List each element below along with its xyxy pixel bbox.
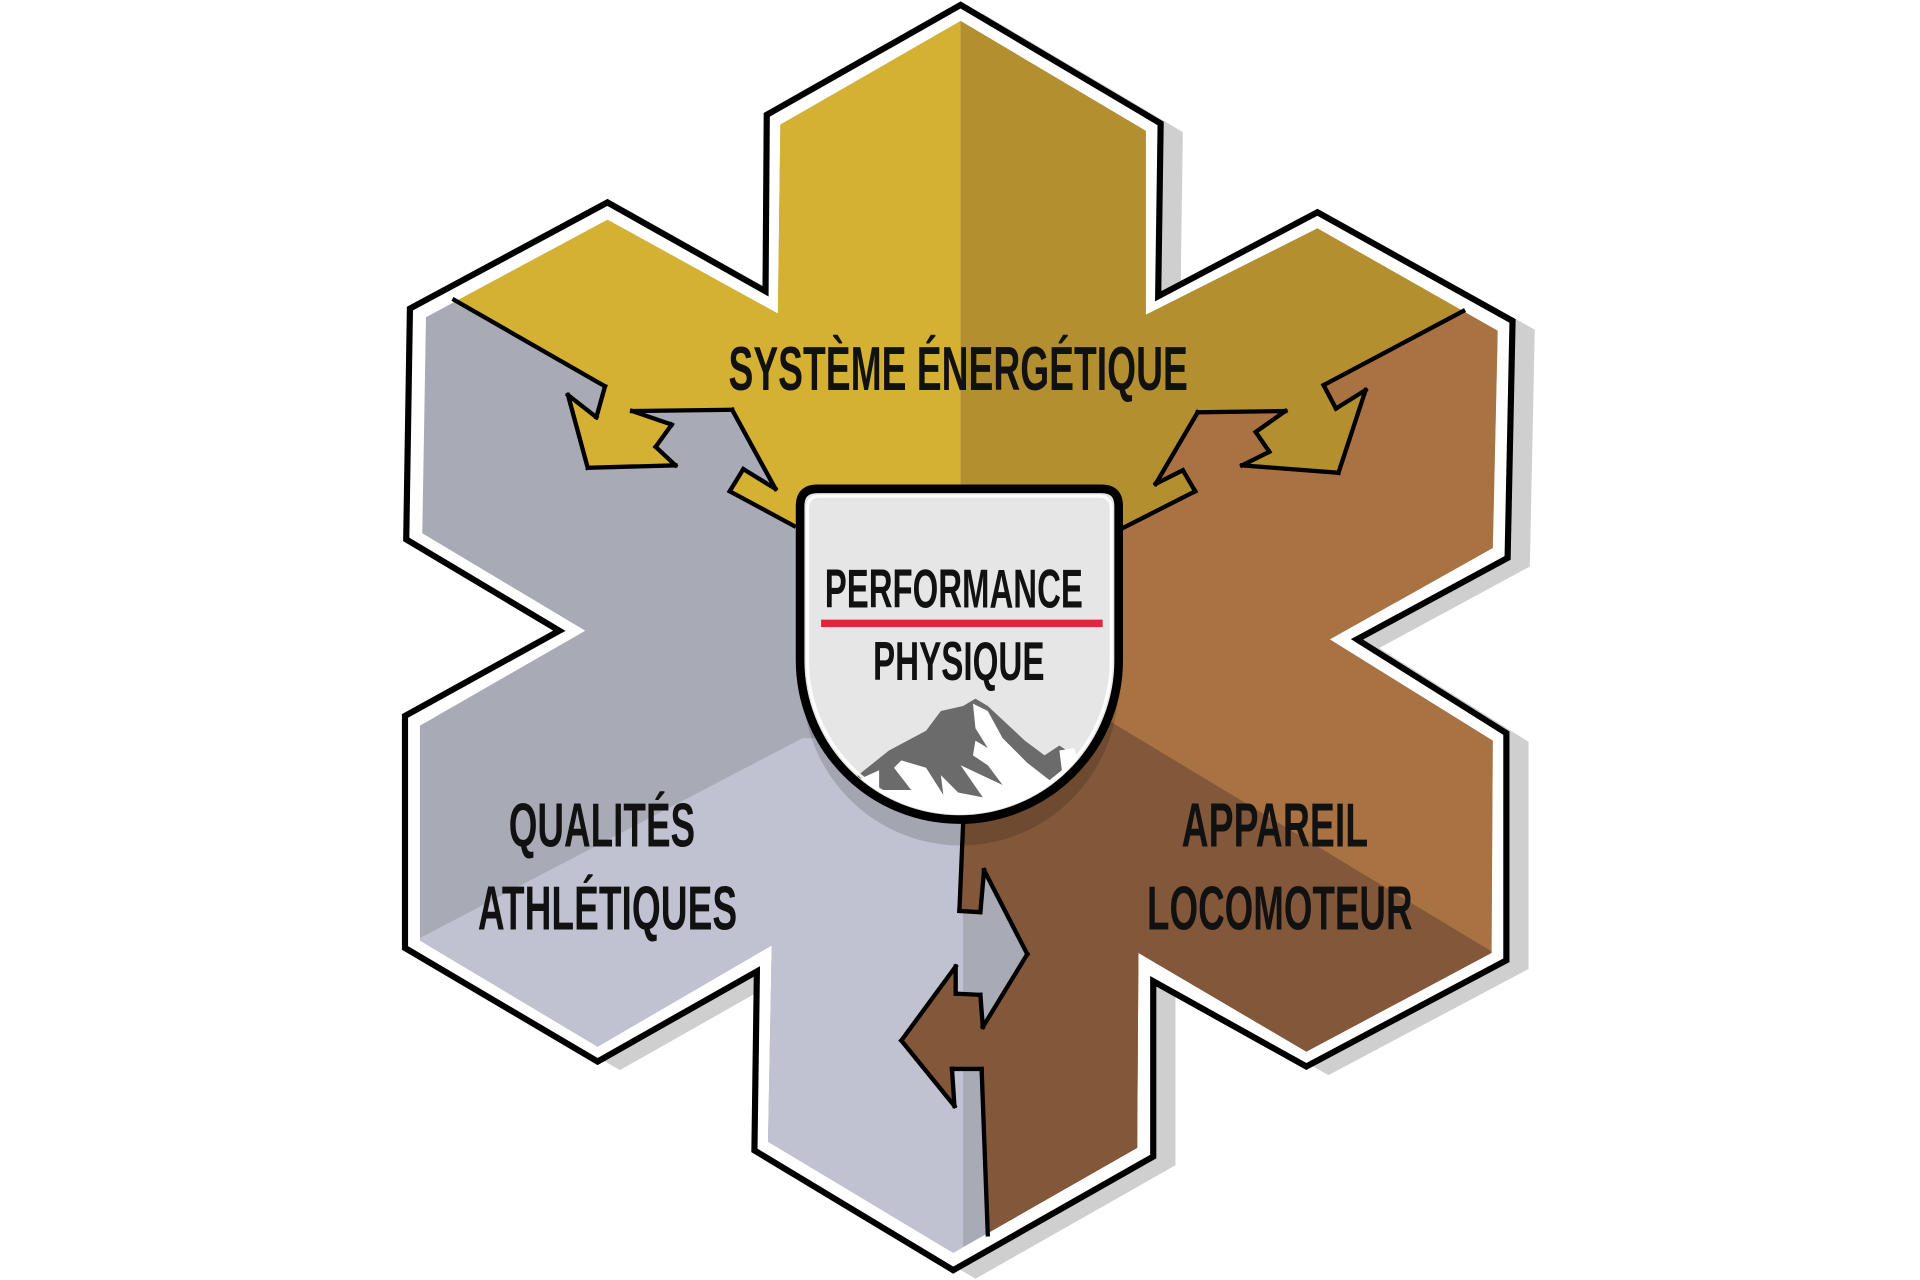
arrow-boundary-left-segment — [652, 421, 675, 450]
label-qualites: QUALITÉS — [509, 792, 695, 861]
arrow-boundary-bottom-segment — [979, 951, 1031, 1030]
arrow-boundary-left-segment — [652, 443, 679, 469]
arrow-boundary-bottom-segment — [898, 963, 959, 1044]
arrow-boundary-right-segment — [1239, 448, 1273, 469]
arrow-boundary-bottom-segment — [949, 1066, 957, 1109]
center-title-line2: PHYSIQUE — [873, 631, 1045, 692]
arrow-boundary-bottom-segment — [957, 822, 966, 914]
arrow-boundary-bottom-segment — [953, 991, 983, 998]
arrow-boundary-right-segment — [1252, 429, 1273, 455]
arrow-boundary-right-segment — [1320, 308, 1467, 389]
arrow-boundary-left-segment — [451, 296, 608, 390]
arrow-boundary-left-segment — [593, 383, 608, 420]
arrow-boundary-left-segment — [726, 466, 747, 495]
arrow-boundaries — [451, 296, 1467, 1237]
shield-inner-ring — [805, 494, 1113, 814]
center-divider — [821, 619, 1103, 628]
arrow-boundary-right-segment — [1332, 387, 1369, 412]
arrow-boundary-bottom-segment — [957, 908, 983, 915]
label-systeme-energetique: SYSTÈME ÉNERGÉTIQUE — [728, 335, 1187, 404]
arrow-boundary-left-segment — [629, 408, 675, 428]
arrow-boundary-bottom-segment — [898, 1037, 958, 1109]
label-athletiques: ATHLÉTIQUES — [478, 874, 737, 943]
arrow-boundary-right-segment — [1252, 408, 1289, 436]
arrow-boundary-right-segment — [1152, 409, 1201, 487]
arrow-boundary-left-segment — [564, 391, 600, 421]
arrow-boundary-bottom-segment — [979, 1066, 991, 1237]
arrow-boundary-left-segment — [726, 488, 797, 529]
label-appareil: APPAREIL — [1182, 792, 1368, 861]
arrow-boundary-bottom-segment — [978, 867, 987, 915]
center-shield — [795, 484, 1123, 824]
arrow-boundary-right-segment — [1179, 467, 1199, 495]
center-title-line1: PERFORMANCE — [825, 558, 1083, 619]
arrow-boundary-right-segment — [1195, 408, 1288, 415]
arrow-boundary-right-segment — [1320, 382, 1339, 412]
arrow-boundary-right-segment — [1335, 387, 1369, 476]
arrow-boundary-bottom-segment — [978, 992, 986, 1030]
arrow-boundary-left-segment — [740, 466, 779, 492]
arrow-boundary-left-segment — [729, 406, 779, 492]
arrow-boundary-bottom-segment — [981, 867, 1031, 958]
label-locomoteur: LOCOMOTEUR — [1147, 874, 1412, 943]
arrow-boundary-left-segment — [585, 463, 678, 471]
arrow-boundary-right-segment — [1114, 488, 1199, 534]
arrow-boundary-right-segment — [1239, 463, 1341, 476]
arrow-boundary-left-segment — [565, 392, 591, 471]
arrow-boundary-left-segment — [629, 407, 735, 414]
arrow-boundary-right-segment — [1152, 467, 1186, 487]
